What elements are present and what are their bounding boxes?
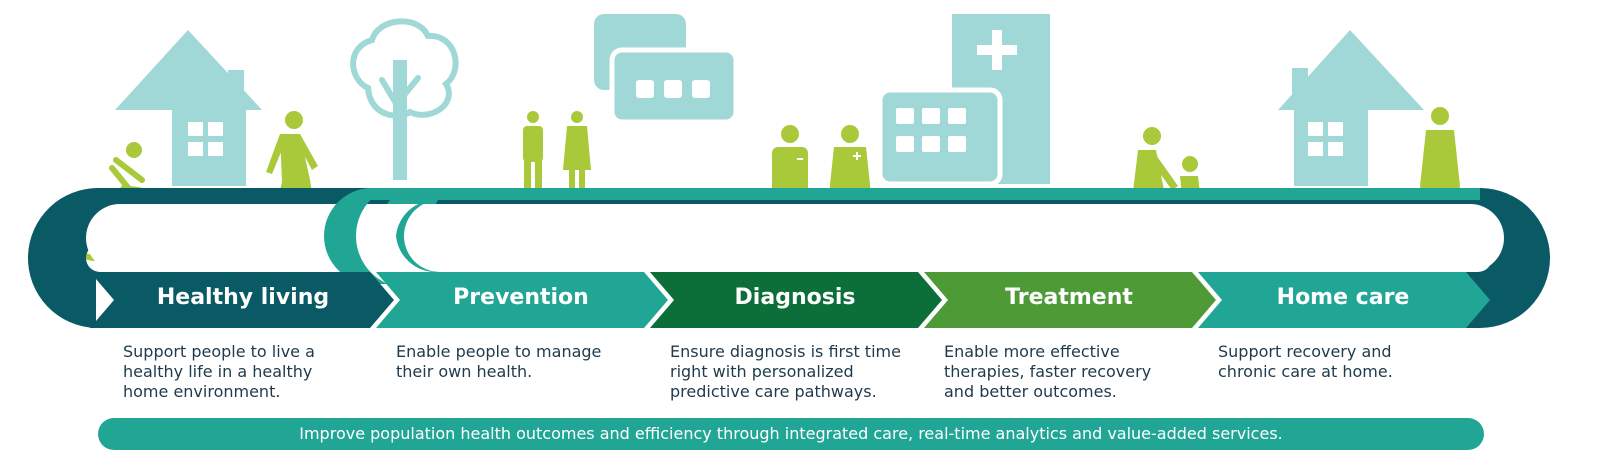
desc-line: home environment.	[123, 382, 281, 401]
stage-label-prevention: Prevention	[453, 285, 589, 310]
desc-line: their own health.	[396, 362, 533, 381]
desc-line: therapies, faster recovery	[944, 362, 1152, 381]
stage-label-diagnosis: Diagnosis	[734, 285, 856, 310]
house-icon	[1278, 30, 1424, 186]
stage-desc-healthy-living: Support people to live a healthy life in…	[123, 342, 315, 402]
desc-line: healthy life in a healthy	[123, 362, 313, 381]
desc-line: Enable people to manage	[396, 342, 602, 361]
chevron-home-care	[1198, 272, 1490, 328]
stage-desc-treatment: Enable more effective therapies, faster …	[944, 342, 1151, 402]
stage-chevrons	[90, 272, 1490, 328]
doctor-icon	[523, 111, 543, 200]
desc-line: Ensure diagnosis is first time	[670, 342, 901, 361]
desc-line: chronic care at home.	[1218, 362, 1393, 381]
desc-line: Support people to live a	[123, 342, 315, 361]
house-icon	[115, 30, 262, 186]
desc-line: Support recovery and	[1218, 342, 1392, 361]
chevron-treatment	[924, 272, 1216, 328]
nurse-icon	[563, 111, 591, 200]
stage-label-treatment: Treatment	[1005, 285, 1133, 310]
stage-desc-diagnosis: Ensure diagnosis is first time right wit…	[670, 342, 901, 402]
stage-label-healthy-living: Healthy living	[156, 285, 330, 310]
tree-icon	[350, 18, 459, 180]
desc-line: and better outcomes.	[944, 382, 1117, 401]
chevron-healthy-living	[90, 272, 394, 328]
footer-banner: Improve population health outcomes and e…	[98, 418, 1484, 450]
hospital-icon	[877, 14, 1050, 187]
desc-line: predictive care pathways.	[670, 382, 877, 401]
stage-desc-prevention: Enable people to manage their own health…	[396, 342, 601, 382]
care-path-track	[27, 187, 1550, 328]
stage-label-home-care: Home care	[1276, 285, 1410, 310]
chevron-diagnosis	[650, 272, 942, 328]
desc-line: Enable more effective	[944, 342, 1120, 361]
footer-text: Improve population health outcomes and e…	[299, 424, 1283, 443]
chat-bubble-icon	[594, 14, 739, 125]
stage-desc-home-care: Support recovery and chronic care at hom…	[1218, 342, 1393, 382]
desc-line: right with personalized	[670, 362, 854, 381]
chevron-prevention	[376, 272, 668, 328]
